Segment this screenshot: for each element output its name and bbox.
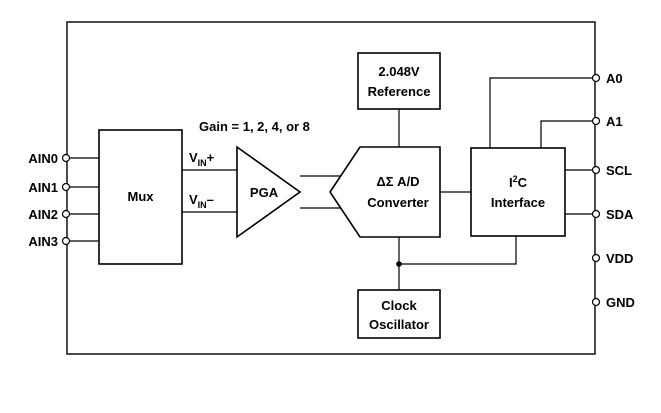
pin-label-scl: SCL xyxy=(606,163,632,178)
pin-gnd xyxy=(591,297,601,307)
mux-label: Mux xyxy=(128,189,155,204)
i2c-label-line2: Interface xyxy=(491,195,545,210)
pin-ain2 xyxy=(61,209,71,219)
adc-block xyxy=(329,146,441,238)
pin-scl xyxy=(591,165,601,175)
pin-label-a1: A1 xyxy=(606,114,623,129)
pin-label-ain2: AIN2 xyxy=(28,207,58,222)
adc-label-line2: Converter xyxy=(367,195,428,210)
reference-block xyxy=(357,52,441,110)
vin-pos-label: VIN+ xyxy=(189,150,215,168)
pin-label-a0: A0 xyxy=(606,71,623,86)
pin-label-ain3: AIN3 xyxy=(28,234,58,249)
pin-sda xyxy=(591,209,601,219)
pin-ain1 xyxy=(61,182,71,192)
junction-dot xyxy=(396,261,402,267)
pin-ain0 xyxy=(61,153,71,163)
pin-ain3 xyxy=(61,236,71,246)
vin-neg-label: VIN– xyxy=(189,192,214,210)
wire-clock-i2c xyxy=(399,236,517,265)
pin-a0 xyxy=(591,73,601,83)
pin-label-ain0: AIN0 xyxy=(28,151,58,166)
left-pin-wiring xyxy=(69,157,99,242)
reference-label-line1: 2.048V xyxy=(378,64,420,79)
reference-label-line2: Reference xyxy=(368,84,431,99)
i2c-label-line1: I2C xyxy=(509,174,528,190)
mux-block xyxy=(98,129,183,265)
clock-label-line2: Oscillator xyxy=(369,317,429,332)
pin-vdd xyxy=(591,253,601,263)
pin-a1 xyxy=(591,116,601,126)
pin-label-vdd: VDD xyxy=(606,251,633,266)
pin-label-ain1: AIN1 xyxy=(28,180,58,195)
pga-label: PGA xyxy=(250,185,279,200)
adc-label-line1: ΔΣ A/D xyxy=(376,174,419,189)
gain-label: Gain = 1, 2, 4, or 8 xyxy=(199,119,310,134)
wire-a0 xyxy=(489,77,592,148)
clock-label-line1: Clock xyxy=(381,298,417,313)
i2c-interface-block xyxy=(470,147,566,237)
pin-label-gnd: GND xyxy=(606,295,635,310)
pin-label-sda: SDA xyxy=(606,207,634,222)
wire-a1 xyxy=(540,120,592,148)
pga-block xyxy=(236,145,302,239)
